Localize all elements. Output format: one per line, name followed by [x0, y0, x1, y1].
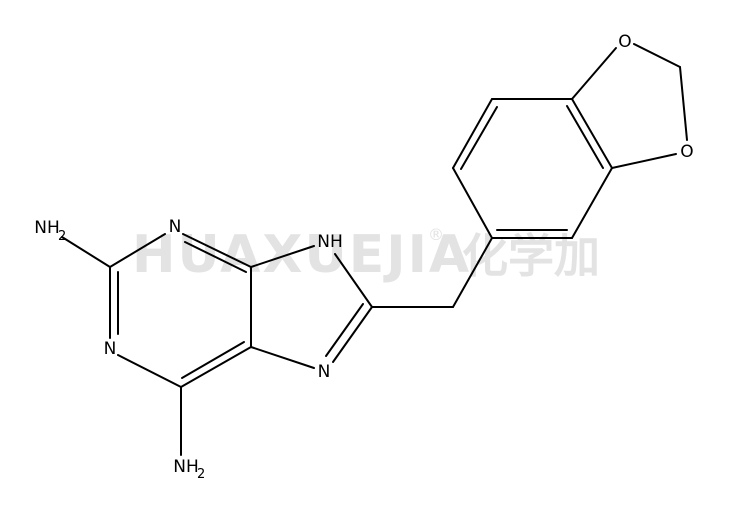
bond-n9-c8	[334, 253, 373, 308]
watermark-registered: ®	[428, 225, 444, 244]
bond-c5-c6	[180, 346, 252, 388]
atom-o-bottom: O	[680, 142, 693, 162]
bond-c2-nh2	[61, 236, 111, 268]
bond-c-o1	[571, 47, 617, 100]
bond-ch2-ar	[452, 237, 493, 308]
bond-n3-c4-double	[184, 241, 247, 273]
bond-c8-n7	[332, 306, 373, 363]
bond-ar3-double	[566, 105, 604, 169]
bond-o1-ch2	[633, 43, 681, 68]
atom-nh2-bottom: NH	[173, 457, 199, 477]
bond-c6-n1	[117, 354, 182, 388]
bond-ar2	[571, 167, 613, 239]
bond-c2-n3	[109, 233, 166, 268]
atom-nh2-top-subscript: 2	[58, 229, 66, 244]
atom-n3: N	[169, 217, 182, 237]
atom-nh2-top: NH	[34, 218, 60, 238]
watermark: HUAXUEJIA ® 化学加	[132, 225, 600, 285]
bond-c8-n7-double	[325, 303, 364, 357]
atom-n1: N	[104, 339, 117, 359]
bond-c4-n9	[250, 245, 315, 268]
bond-c5-c6-double	[181, 341, 245, 379]
bond-ar6	[452, 167, 493, 239]
atom-n7: N	[318, 362, 331, 382]
bond-ar5	[452, 98, 493, 169]
bond-o2-c	[611, 153, 677, 169]
bond-ar5-double	[460, 106, 498, 170]
bond-n3-c4	[182, 233, 252, 268]
bond-ar3	[571, 98, 613, 169]
bonds	[61, 43, 688, 456]
bond-ch2-o2	[679, 66, 688, 141]
atom-nh2-bottom-subscript: 2	[197, 467, 205, 482]
bond-n7-c5	[250, 346, 315, 369]
atom-o-top: O	[618, 32, 631, 52]
atom-nh-imidazole: NH	[317, 232, 343, 252]
atom-labels: NH 2 N N NH 2 NH N O O	[34, 32, 693, 482]
watermark-latin: HUAXUEJIA	[132, 225, 471, 285]
